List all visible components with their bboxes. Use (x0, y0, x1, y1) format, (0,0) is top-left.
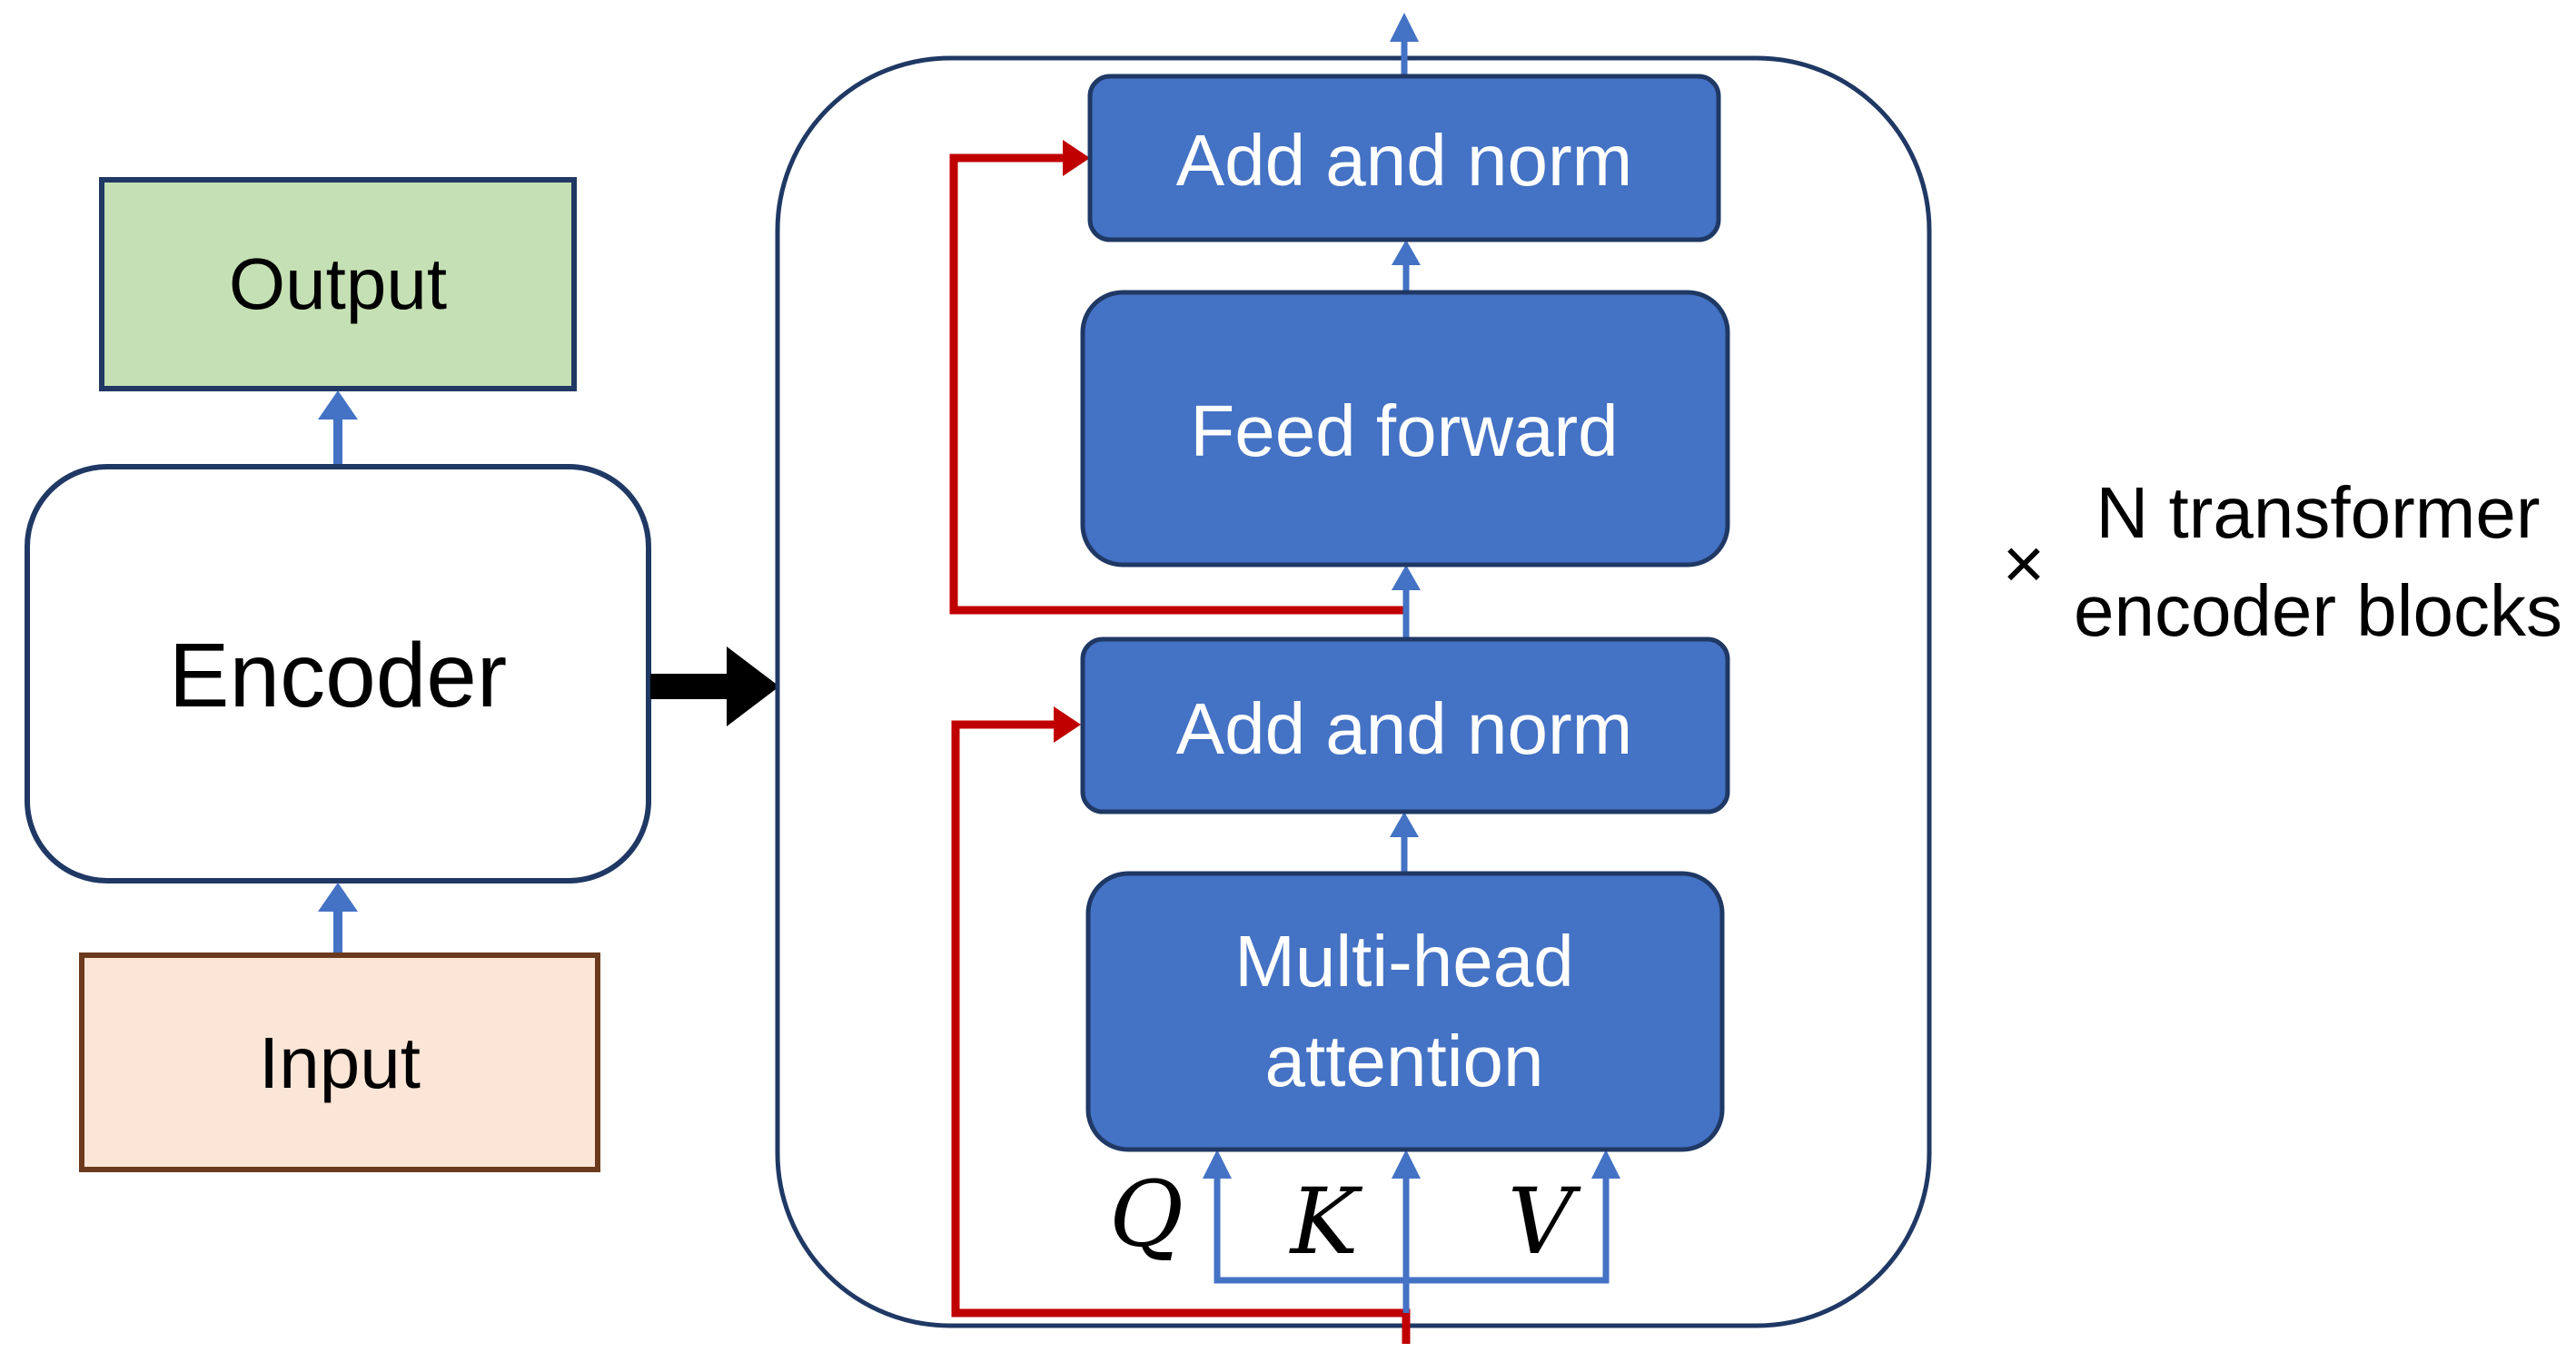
feed-forward-label: Feed forward (1190, 390, 1618, 471)
add-norm-top-label: Add and norm (1176, 120, 1633, 201)
repeat-label-line1: N transformer (2096, 472, 2541, 553)
add-norm-bottom-label: Add and norm (1176, 688, 1633, 769)
k-label: K (1289, 1169, 1363, 1275)
encoder-label: Encoder (169, 625, 507, 726)
attention-label-line1: Multi-head (1234, 921, 1574, 1002)
arrow-addnorm-to-feedforward (1392, 565, 1421, 639)
add-norm-bottom-box (1080, 637, 1730, 814)
add-norm-top-box (1087, 74, 1721, 242)
expand-arrow (650, 646, 779, 726)
q-label: Q (1109, 1161, 1184, 1268)
residual-path-top (949, 140, 1406, 615)
input-label: Input (259, 1022, 421, 1103)
v-label: V (1508, 1169, 1581, 1275)
repeat-label-line2: encoder blocks (2074, 570, 2562, 651)
arrow-feedforward-to-addnorm (1392, 240, 1421, 292)
arrow-attention-to-addnorm (1390, 812, 1419, 873)
feed-forward-box (1080, 290, 1730, 568)
output-box (99, 177, 577, 391)
encoder-box (25, 464, 651, 883)
arrow-block-output (1390, 13, 1419, 74)
residual-path-bottom (951, 706, 1411, 1344)
arrow-input-to-encoder (318, 883, 358, 953)
times-symbol: × (2003, 523, 2046, 604)
attention-label-line2: attention (1265, 1021, 1544, 1101)
qkv-input-lines (1203, 1150, 1620, 1313)
input-box (79, 952, 600, 1172)
output-label: Output (229, 243, 447, 324)
multi-head-attention-box (1085, 871, 1725, 1152)
arrow-encoder-to-output (318, 390, 358, 465)
